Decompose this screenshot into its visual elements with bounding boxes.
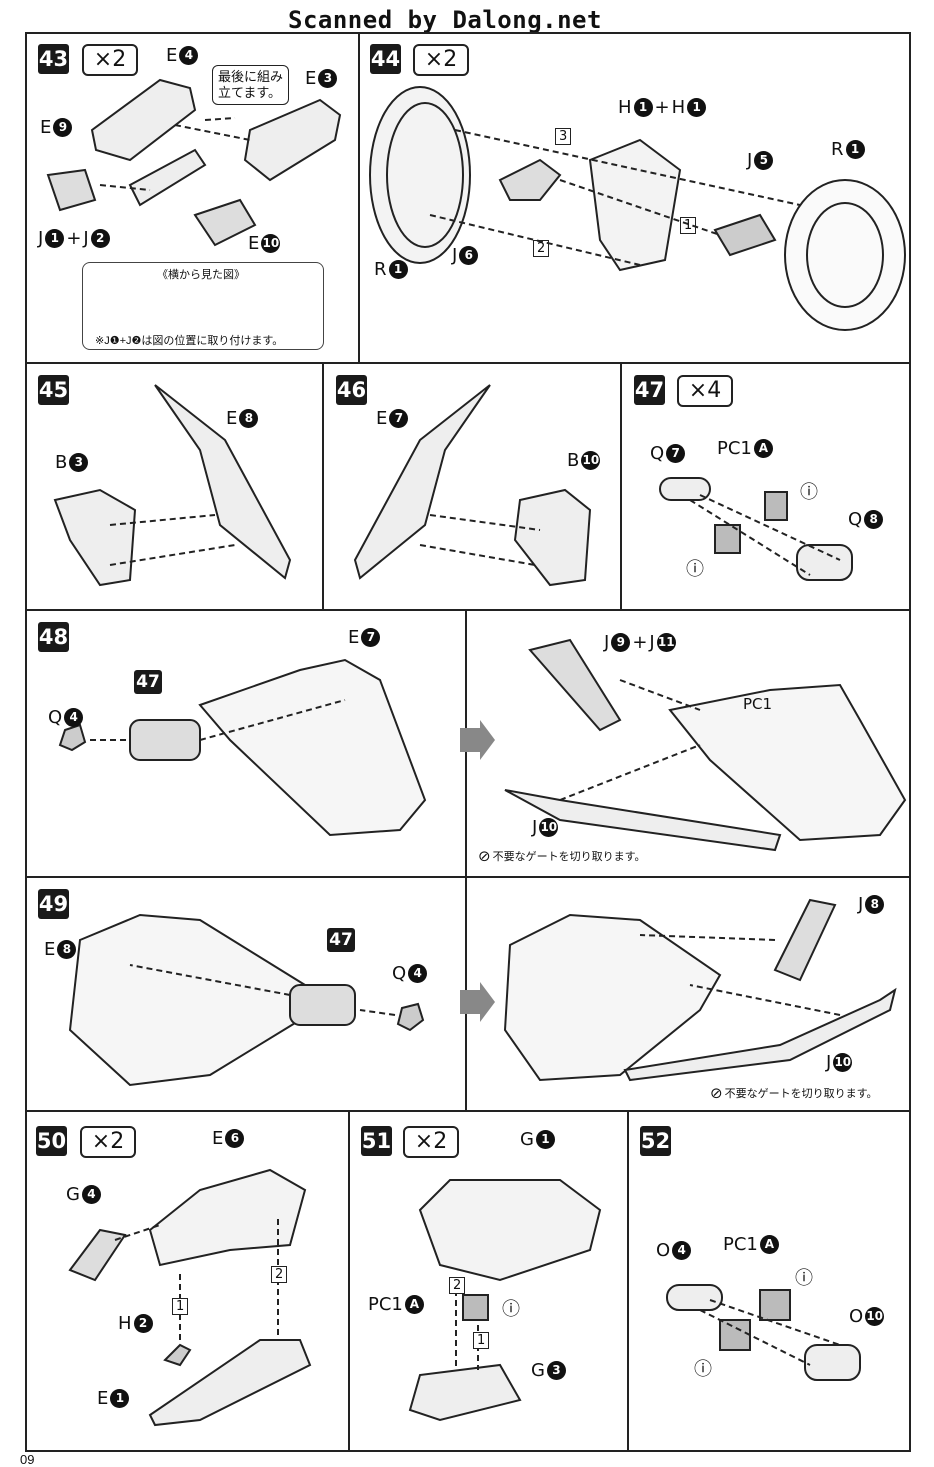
gate-cut-note: ⊘不要なゲートを切り取ります。 (710, 1084, 878, 1102)
cut-icon: ⊘ (478, 847, 491, 865)
order-marker: 2 (533, 240, 550, 257)
order-marker: 2 (449, 1277, 466, 1294)
order-marker: 1 (473, 1332, 490, 1349)
instruction-frame (25, 32, 911, 1452)
caution-icon: ⓘ (800, 482, 818, 503)
divider (465, 609, 467, 1110)
callout-line: 立てます。 (218, 85, 282, 100)
callout-line: 最後に組み (218, 69, 284, 84)
step-number: 47 (634, 375, 665, 405)
order-marker: 3 (555, 128, 572, 145)
step-number: 48 (38, 622, 69, 652)
side-view-title: 《横から見た図》 (157, 269, 245, 281)
divider (627, 1110, 629, 1452)
divider (25, 609, 911, 611)
step-number: 52 (640, 1126, 671, 1156)
gate-cut-note: ⊘不要なゲートを切り取ります。 (478, 847, 646, 865)
step-number: 45 (38, 375, 69, 405)
callout-note: 最後に組み 立てます。 (212, 65, 290, 105)
step-number: 46 (336, 375, 367, 405)
step-number: 50 (36, 1126, 67, 1156)
side-view-footnote: ※J❶+J❷は図の位置に取り付けます。 (95, 335, 284, 347)
caution-icon: ⓘ (502, 1299, 520, 1320)
caution-icon: ⓘ (795, 1268, 813, 1289)
step-number: 51 (361, 1126, 392, 1156)
page-number: 09 (20, 1452, 35, 1467)
divider (358, 32, 360, 363)
caution-icon: ⓘ (686, 559, 704, 580)
divider (348, 1110, 350, 1452)
quantity-multiplier: ×4 (677, 375, 733, 407)
order-marker: 1 (172, 1298, 189, 1315)
caution-icon: ⓘ (694, 1359, 712, 1380)
divider (25, 362, 911, 364)
order-marker: 2 (271, 1266, 288, 1283)
divider (25, 1110, 911, 1112)
step-number: 44 (370, 44, 401, 74)
side-view-box (82, 262, 324, 350)
cut-icon: ⊘ (710, 1084, 723, 1102)
quantity-multiplier: ×2 (82, 44, 138, 76)
step-number: 49 (38, 889, 69, 919)
watermark-text: Scanned by Dalong.net (288, 6, 602, 34)
part-label-pc1: PC1 (743, 695, 773, 713)
reference-step: 47 (327, 928, 355, 952)
step-number: 43 (38, 44, 69, 74)
divider (25, 876, 911, 878)
divider (322, 362, 324, 610)
order-marker: 1 (680, 217, 697, 234)
divider (620, 362, 622, 610)
reference-step: 47 (134, 670, 162, 694)
quantity-multiplier: ×2 (403, 1126, 459, 1158)
quantity-multiplier: ×2 (413, 44, 469, 76)
quantity-multiplier: ×2 (80, 1126, 136, 1158)
